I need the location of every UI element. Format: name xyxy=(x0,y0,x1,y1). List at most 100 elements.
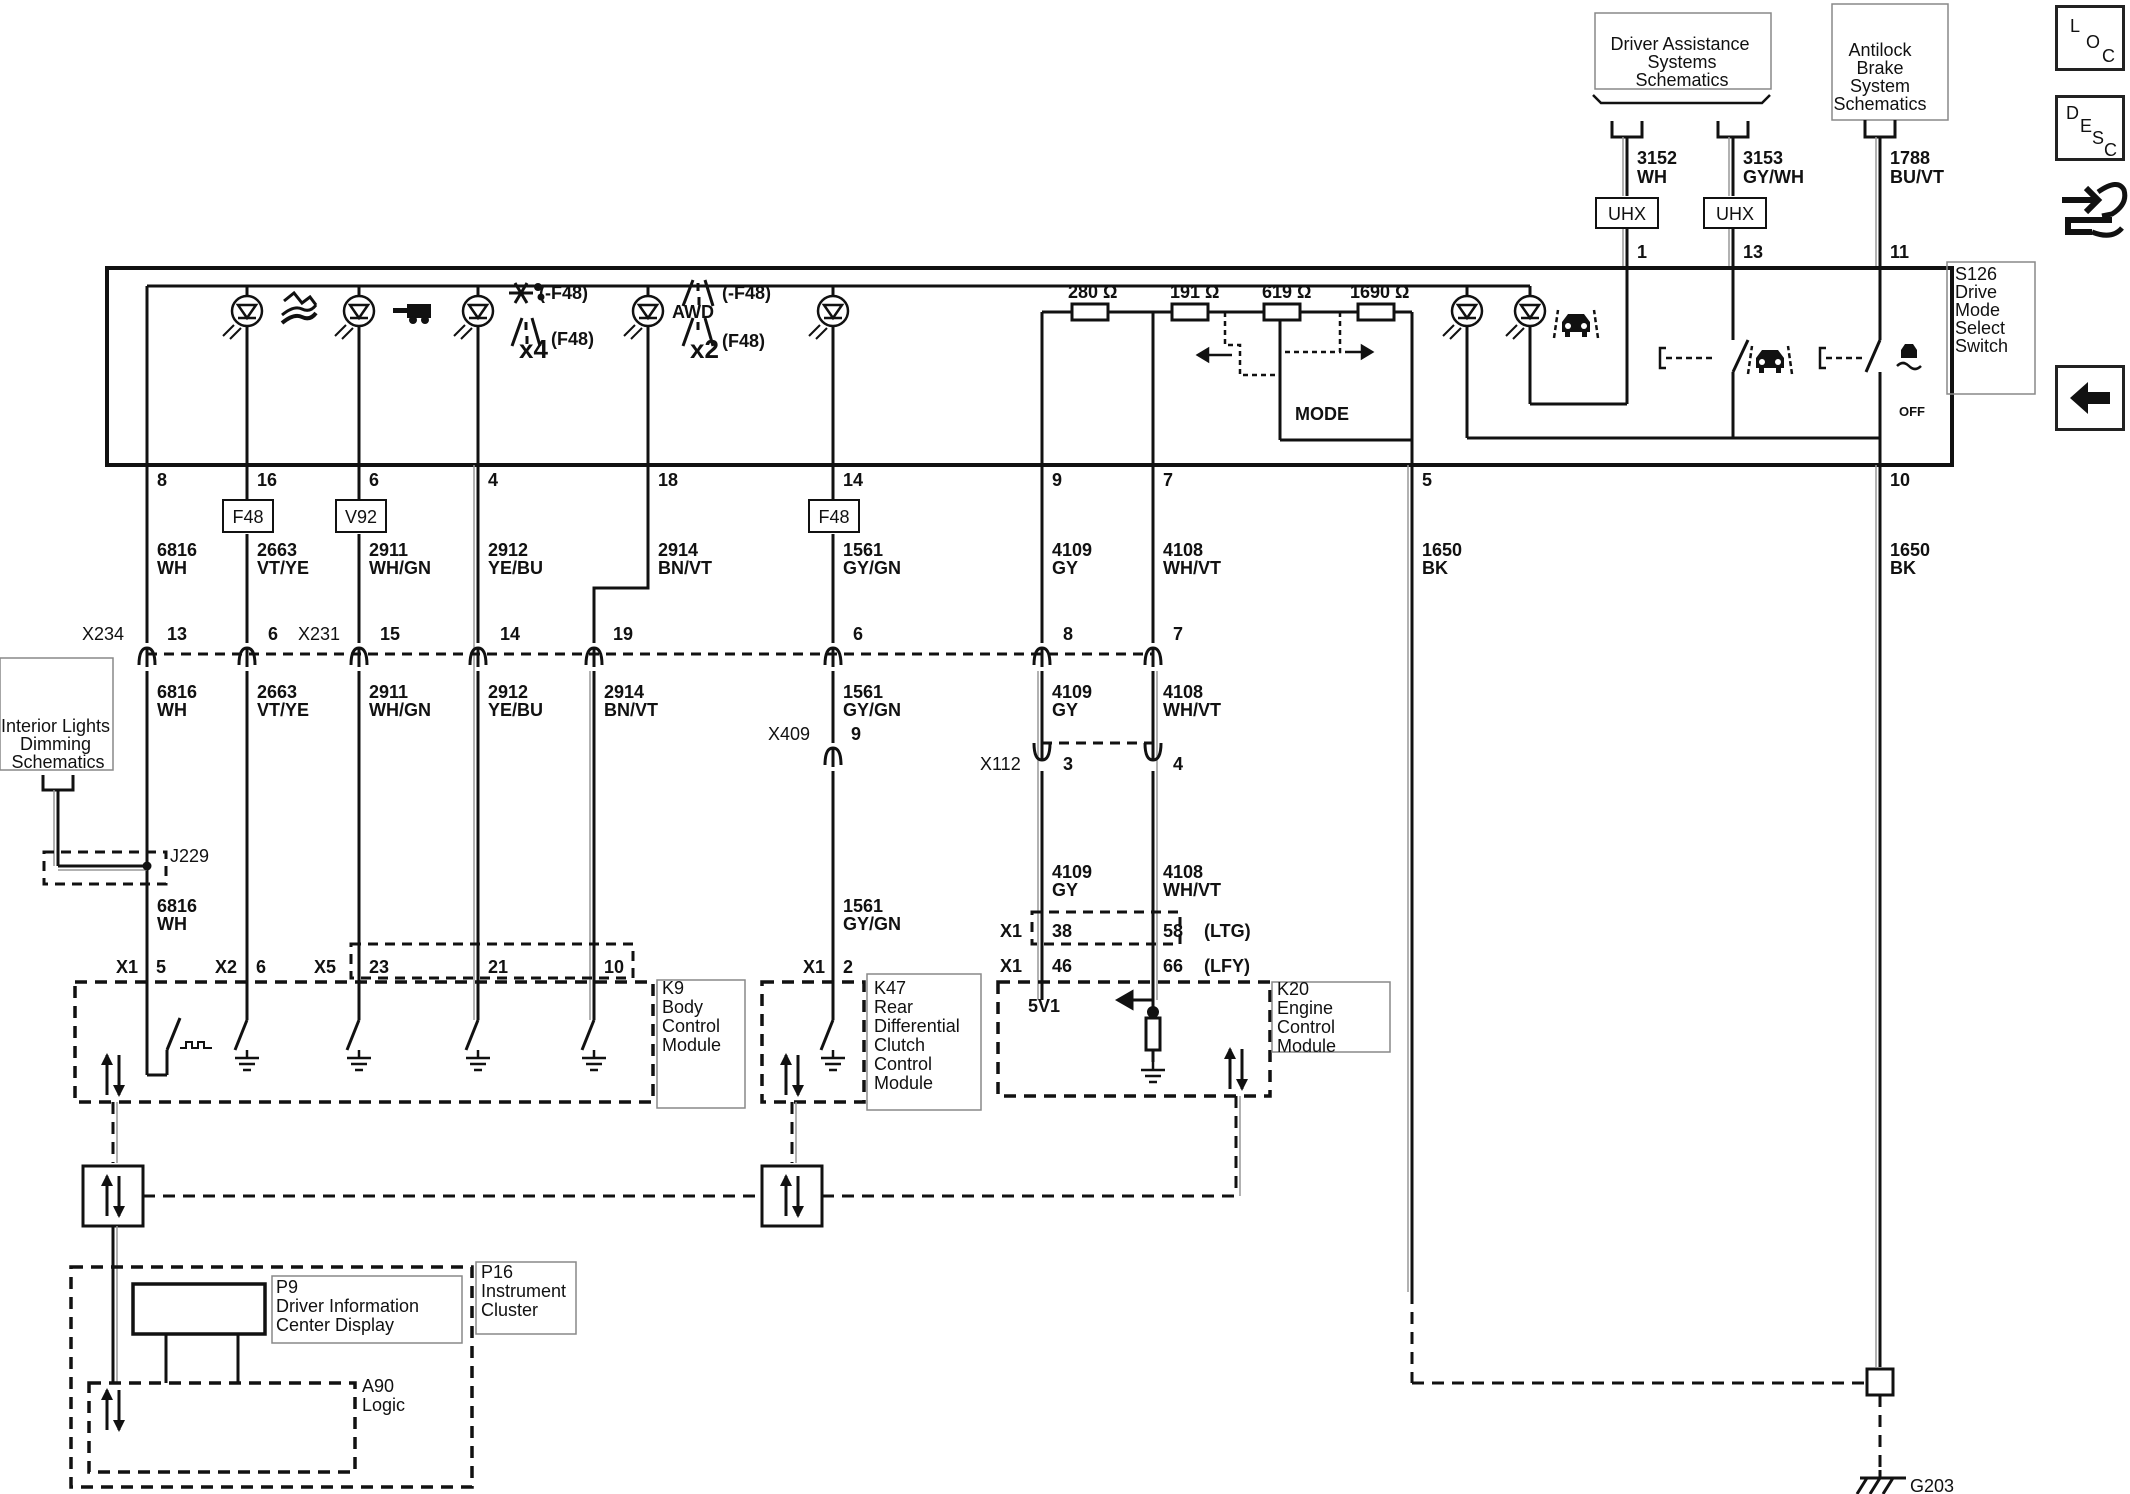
wire-color: WH xyxy=(157,700,187,720)
pin-label: 8 xyxy=(1063,624,1073,644)
pin-label: 5 xyxy=(156,957,166,977)
connector-pin-icon xyxy=(237,646,257,669)
wire-circuit: 4108 xyxy=(1163,682,1203,702)
connector-x231: X231 xyxy=(298,624,340,644)
five-volt-label: 5V1 xyxy=(1028,996,1060,1016)
connector-pin-icon xyxy=(823,646,843,669)
k20-name: K20 Engine Control Module xyxy=(1277,979,1340,1056)
connector-tool-icon[interactable] xyxy=(2052,170,2130,250)
wire-color: GY xyxy=(1052,880,1078,900)
serial-data-icon xyxy=(1222,1045,1250,1093)
back-button[interactable] xyxy=(2055,365,2125,431)
module-k47[interactable]: X1 2 K47 Rear Differential Clutch Contro… xyxy=(760,957,982,1111)
option-f48: F48 xyxy=(818,507,849,527)
pin-label: 9 xyxy=(851,724,861,744)
uhx-label: UHX xyxy=(1608,204,1646,224)
uhx-label: UHX xyxy=(1716,204,1754,224)
ground-icon xyxy=(580,1048,608,1072)
road-option-label: (-F48) xyxy=(722,283,771,303)
led-icon xyxy=(807,294,850,341)
interior-lights-ref[interactable]: Interior Lights Dimming Schematics J229 xyxy=(0,657,209,886)
option-f48: F48 xyxy=(232,507,263,527)
ground-icon xyxy=(464,1048,492,1072)
dashed-actuator xyxy=(1658,346,1712,370)
wire-circuit: 4108 xyxy=(1163,540,1203,560)
pin-label: 8 xyxy=(157,470,167,490)
a90-name: A90 Logic xyxy=(362,1376,405,1415)
wire-circuit: 1650 xyxy=(1422,540,1462,560)
pin-label: 4 xyxy=(1173,754,1183,774)
pin-label: 14 xyxy=(843,470,863,490)
pin-label: 46 xyxy=(1052,956,1072,976)
ground-icon xyxy=(819,1048,847,1072)
wire-circuit: 1561 xyxy=(843,682,883,702)
led-icon xyxy=(333,294,376,341)
ground-g203: G203 xyxy=(1410,1292,1954,1494)
description-button[interactable]: D E S C xyxy=(2055,95,2125,161)
forward-collision-icon xyxy=(1746,344,1794,376)
k47-name: K47 Rear Differential Clutch Control Mod… xyxy=(874,978,965,1093)
x2-option-label: (F48) xyxy=(722,331,765,351)
conn-x1: X1 xyxy=(1000,956,1022,976)
desc-letter-c: C xyxy=(2104,140,2117,160)
led-icon xyxy=(221,294,264,341)
wire-circuit: 2911 xyxy=(369,682,408,702)
connector-pin-icon xyxy=(823,746,843,769)
wire-color: BN/VT xyxy=(658,558,712,578)
module-k20[interactable]: 5V1 K20 Engine Control Module xyxy=(996,979,1391,1098)
location-button[interactable]: L O C xyxy=(2055,5,2125,71)
module-p16[interactable]: P9 Driver Information Center Display A90… xyxy=(69,1261,577,1489)
wire-color: WH xyxy=(1637,167,1667,187)
module-k9[interactable]: X1 X2 X5 5 6 23 21 10 K9 Body Control Mo xyxy=(73,942,746,1109)
wire-circuit: 2663 xyxy=(257,540,297,560)
pin-label: 4 xyxy=(488,470,498,490)
wire-circuit: 1561 xyxy=(843,540,883,560)
traction-off-icon xyxy=(1896,344,1922,371)
wire-circuit: 2911 xyxy=(369,540,408,560)
mode-switch xyxy=(1195,312,1375,420)
connector-x234: X234 xyxy=(82,624,124,644)
conn-x1: X1 xyxy=(116,957,138,977)
wire-circuit: 4108 xyxy=(1163,862,1203,882)
wire-circuit: 2663 xyxy=(257,682,297,702)
ground-icon xyxy=(1139,1060,1167,1084)
j229-label: J229 xyxy=(170,846,209,866)
desc-letter-e: E xyxy=(2080,116,2093,136)
road-icon xyxy=(681,317,715,347)
snowflake-icon xyxy=(509,282,545,304)
led-icon xyxy=(622,294,665,341)
pin-label: 7 xyxy=(1163,470,1173,490)
wire-circuit: 2912 xyxy=(488,540,528,560)
uhx-blocks: UHX UHX xyxy=(1595,197,1767,229)
road-icon xyxy=(681,279,715,307)
pin-label: 19 xyxy=(613,624,633,644)
connector-pin-icon xyxy=(584,646,604,669)
option-v92: V92 xyxy=(345,507,377,527)
mountain-icon xyxy=(280,290,318,325)
wire-color: BK xyxy=(1890,558,1916,578)
switch-pins: 8 16 6 4 18 14 9 7 5 10 xyxy=(157,470,1910,490)
pin-label: 14 xyxy=(500,624,520,644)
wire-circuit: 2914 xyxy=(658,540,698,560)
option-blocks: F48 V92 F48 xyxy=(222,499,860,533)
x2-label: x2 xyxy=(690,334,719,364)
pin-label: 9 xyxy=(1052,470,1062,490)
wire-circuit: 3152 xyxy=(1637,148,1677,168)
switch-name: S126 Drive Mode Select Switch xyxy=(1955,264,2010,356)
forward-collision-icon xyxy=(1552,308,1600,340)
interior-ref-text: Interior Lights Dimming Schematics xyxy=(1,716,115,772)
awd-label: AWD xyxy=(672,302,714,322)
wire-color: GY/GN xyxy=(843,558,901,578)
ground-icon xyxy=(345,1048,373,1072)
led-icon xyxy=(1504,294,1547,341)
pin-label: 58 xyxy=(1163,921,1183,941)
switch-s126[interactable]: (-F48) x4 (F48) (-F48) x2 (F48) AWD 280 … xyxy=(105,261,2036,467)
p9-name: P9 Driver Information Center Display xyxy=(276,1277,424,1335)
engine-lfy: (LFY) xyxy=(1204,956,1250,976)
led-icon xyxy=(1441,294,1484,341)
resistor-value: 619 Ω xyxy=(1262,282,1311,302)
connector-pin-icon xyxy=(468,646,488,669)
resistor-value: 191 Ω xyxy=(1170,282,1219,302)
